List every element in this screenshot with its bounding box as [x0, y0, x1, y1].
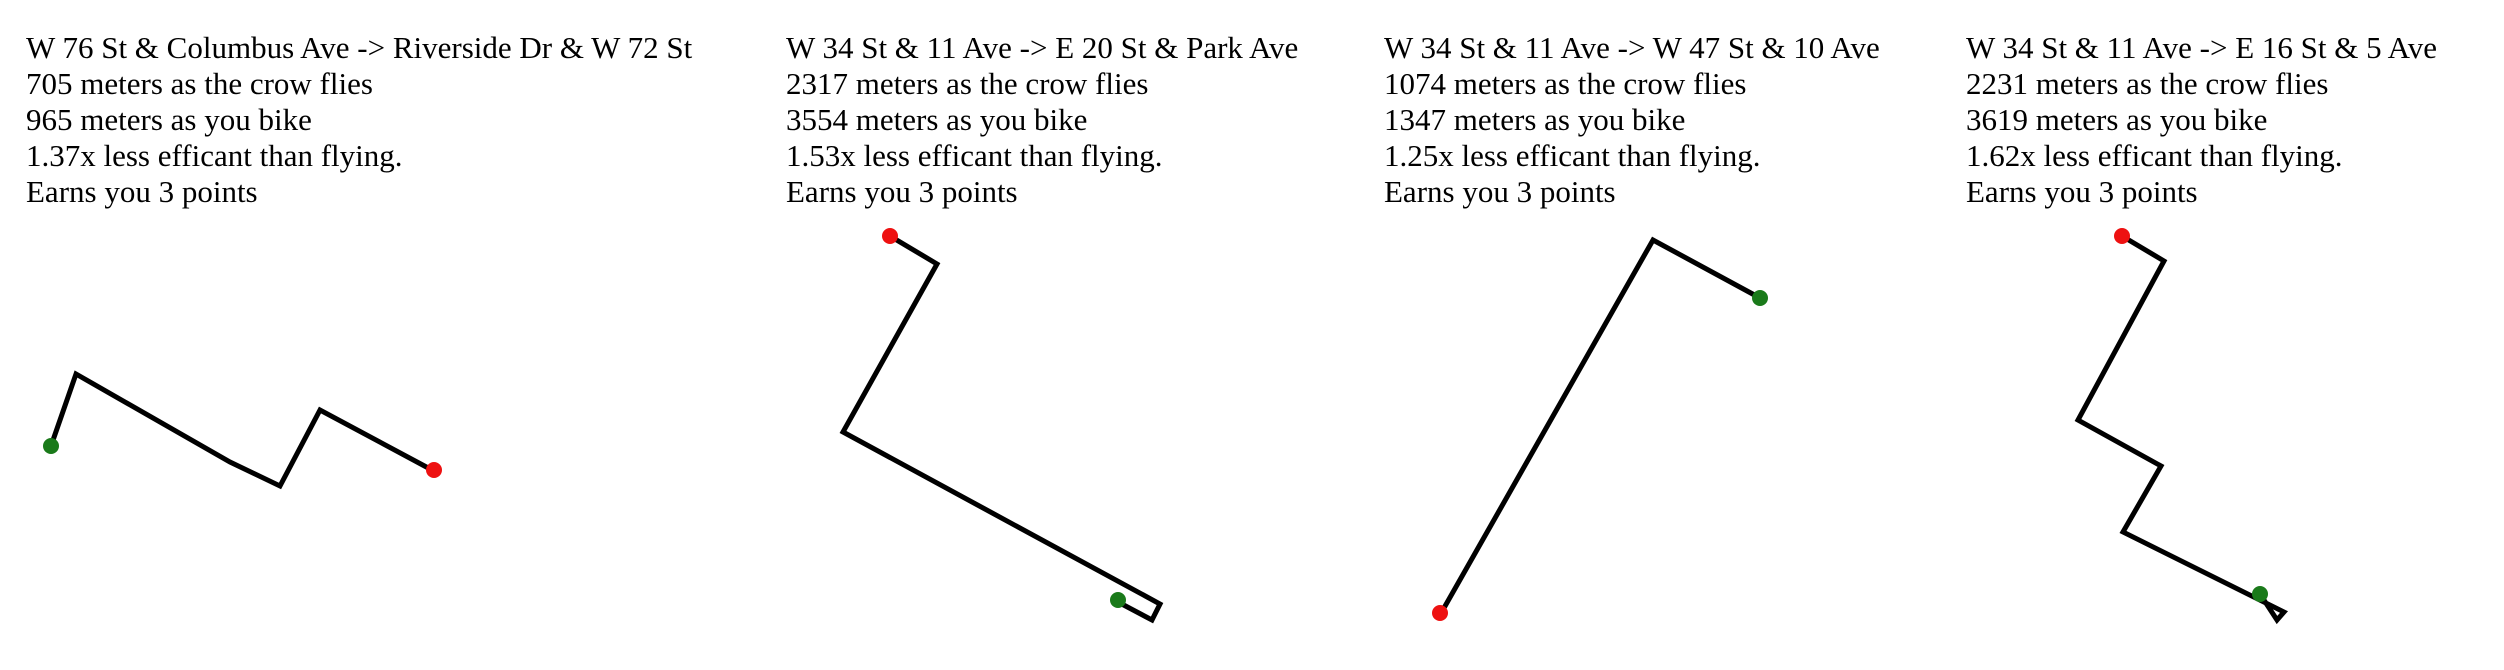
bike-distance: 3554 meters as you bike — [786, 102, 1088, 137]
route-panel-3: W 34 St & 11 Ave -> W 47 St & 10 Ave 107… — [1358, 0, 1958, 670]
end-marker — [426, 462, 442, 478]
route-title: W 34 St & 11 Ave -> W 47 St & 10 Ave — [1384, 30, 1880, 65]
end-marker — [882, 228, 898, 244]
crow-distance: 2231 meters as the crow flies — [1966, 66, 2329, 101]
efficiency-ratio: 1.62x less efficant than flying. — [1966, 138, 2343, 173]
route-panel-2: W 34 St & 11 Ave -> E 20 St & Park Ave 2… — [760, 0, 1360, 670]
route-path — [839, 233, 1164, 624]
route-path — [2074, 233, 2289, 625]
route-title: W 76 St & Columbus Ave -> Riverside Dr &… — [26, 30, 693, 65]
end-marker — [1432, 605, 1448, 621]
route-map-2 — [839, 228, 1164, 624]
start-marker — [43, 438, 59, 454]
efficiency-ratio: 1.53x less efficant than flying. — [786, 138, 1163, 173]
route-info-4: W 34 St & 11 Ave -> E 16 St & 5 Ave 2231… — [1966, 30, 2437, 210]
route-info-3: W 34 St & 11 Ave -> W 47 St & 10 Ave 107… — [1384, 30, 1880, 210]
route-title: W 34 St & 11 Ave -> E 20 St & Park Ave — [786, 30, 1299, 65]
crow-distance: 705 meters as the crow flies — [26, 66, 373, 101]
start-marker — [2252, 586, 2268, 602]
route-path — [48, 370, 434, 490]
route-info-1: W 76 St & Columbus Ave -> Riverside Dr &… — [26, 30, 692, 210]
bike-distance: 965 meters as you bike — [26, 102, 312, 137]
start-marker — [1110, 592, 1126, 608]
start-marker — [1752, 290, 1768, 306]
route-path — [1437, 236, 1762, 617]
points-earned: Earns you 3 points — [26, 174, 258, 209]
route-panel-4: W 34 St & 11 Ave -> E 16 St & 5 Ave 2231… — [1940, 0, 2504, 670]
crow-distance: 1074 meters as the crow flies — [1384, 66, 1747, 101]
route-panel-1: W 76 St & Columbus Ave -> Riverside Dr &… — [0, 0, 780, 670]
route-map-1 — [43, 370, 442, 490]
bike-distance: 3619 meters as you bike — [1966, 102, 2268, 137]
end-marker — [2114, 228, 2130, 244]
crow-distance: 2317 meters as the crow flies — [786, 66, 1149, 101]
efficiency-ratio: 1.25x less efficant than flying. — [1384, 138, 1761, 173]
efficiency-ratio: 1.37x less efficant than flying. — [26, 138, 403, 173]
route-map-3 — [1432, 236, 1768, 621]
route-title: W 34 St & 11 Ave -> E 16 St & 5 Ave — [1966, 30, 2437, 65]
points-earned: Earns you 3 points — [1966, 174, 2198, 209]
route-info-2: W 34 St & 11 Ave -> E 20 St & Park Ave 2… — [786, 30, 1298, 210]
points-earned: Earns you 3 points — [1384, 174, 1616, 209]
bike-distance: 1347 meters as you bike — [1384, 102, 1686, 137]
route-map-4 — [2074, 228, 2289, 625]
points-earned: Earns you 3 points — [786, 174, 1018, 209]
